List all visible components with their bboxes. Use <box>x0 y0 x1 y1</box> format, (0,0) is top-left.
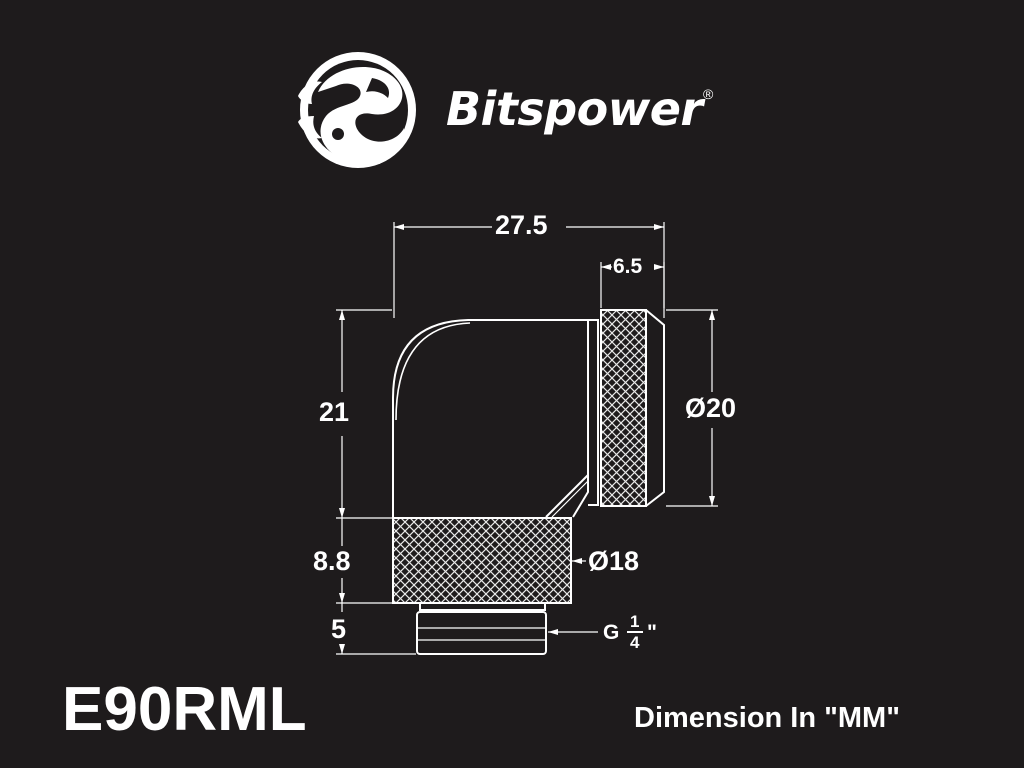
thread-prefix: G <box>603 621 620 644</box>
units-note: Dimension In "MM" <box>634 702 900 734</box>
thread-suffix: " <box>647 621 657 644</box>
dim-top-thickness: 6.5 <box>613 255 643 278</box>
right-knurled-ring <box>600 309 647 507</box>
registered-mark: ® <box>703 86 714 102</box>
bottom-knurled-ring <box>392 517 572 604</box>
dim-knurl-height: 8.8 <box>313 546 351 576</box>
fitting-drawing <box>392 309 665 655</box>
dimension-lines <box>336 222 718 655</box>
thread-denominator: 4 <box>630 633 640 652</box>
dim-knurl-diameter: Ø18 <box>588 546 640 576</box>
dim-width: 27.5 <box>495 210 548 240</box>
model-number: E90RML <box>62 675 307 744</box>
thread-numerator: 1 <box>630 612 640 631</box>
brand-name: Bitspower <box>446 82 703 136</box>
dim-right-diameter: Ø20 <box>685 393 737 423</box>
dim-thread-length: 5 <box>331 614 347 644</box>
thread-section <box>416 611 547 655</box>
dim-height: 21 <box>319 397 350 427</box>
dragon-logo-icon <box>298 52 416 168</box>
